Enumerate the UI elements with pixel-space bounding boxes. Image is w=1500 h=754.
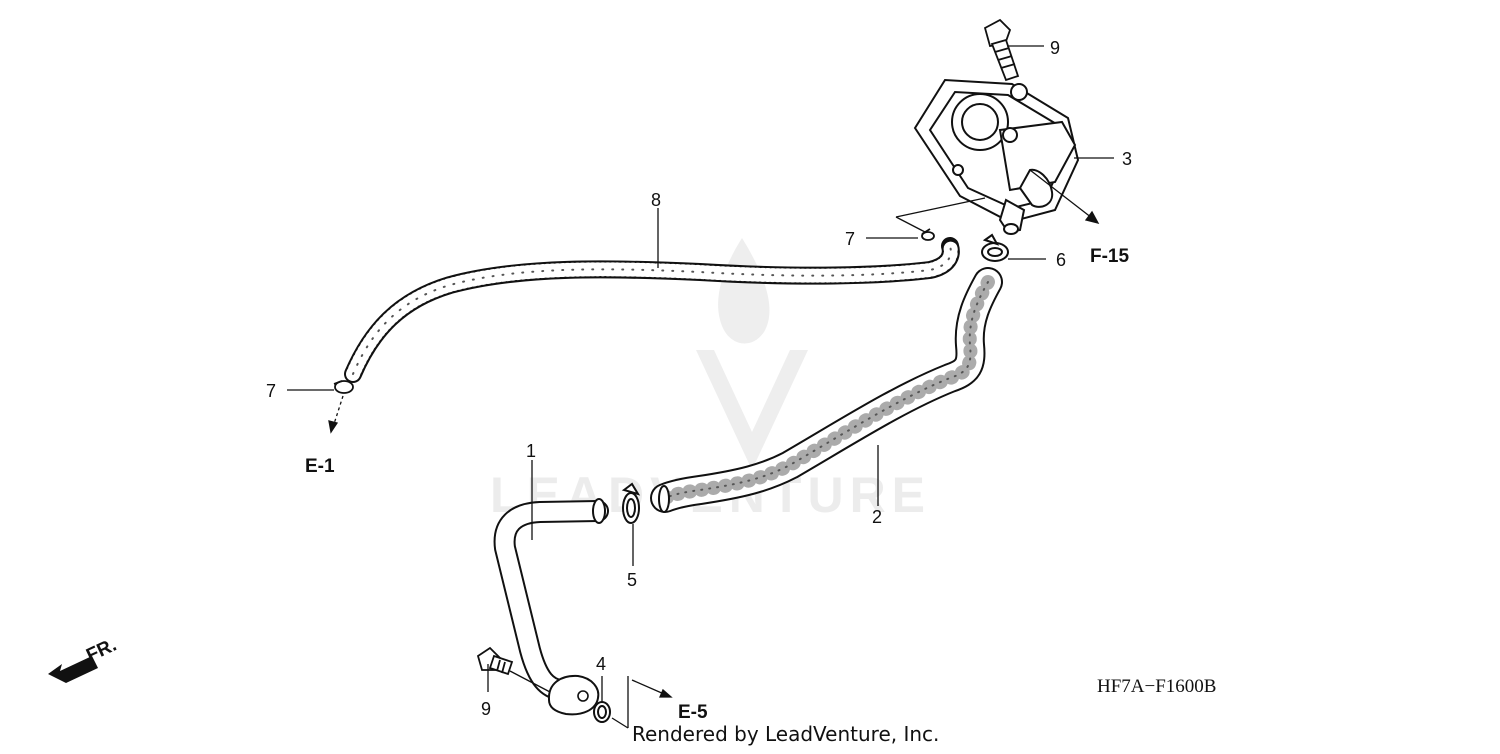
callout-3: 3 bbox=[1122, 149, 1132, 169]
diagram-code: HF7A−F1600B bbox=[1097, 676, 1216, 697]
reference-arrows bbox=[328, 169, 1100, 698]
callout-2: 2 bbox=[872, 507, 882, 527]
part-4-o-ring bbox=[593, 701, 611, 723]
part-7-clip-upper bbox=[921, 228, 935, 241]
part-7-clip-lower bbox=[333, 380, 354, 394]
callout-5: 5 bbox=[627, 570, 637, 590]
ref-e1: E-1 bbox=[305, 456, 335, 477]
callout-9-bottom: 9 bbox=[481, 699, 491, 719]
callout-numbers: 9 3 8 7 6 7 1 2 5 4 9 bbox=[266, 38, 1132, 719]
callout-6: 6 bbox=[1056, 250, 1066, 270]
credit-text: Rendered by LeadVenture, Inc. bbox=[632, 722, 939, 746]
part-3-valve-assembly bbox=[913, 78, 1080, 235]
front-direction-arrow-icon bbox=[48, 656, 98, 686]
part-5-clamp bbox=[621, 482, 641, 524]
part-9-bolt-top bbox=[983, 18, 1020, 82]
callout-4: 4 bbox=[596, 654, 606, 674]
ref-f15: F-15 bbox=[1090, 246, 1130, 267]
callout-7-upper: 7 bbox=[845, 229, 855, 249]
callout-7-lower: 7 bbox=[266, 381, 276, 401]
callout-8: 8 bbox=[651, 190, 661, 210]
callout-9-top: 9 bbox=[1050, 38, 1060, 58]
ref-e5: E-5 bbox=[678, 702, 708, 723]
leader-lines bbox=[287, 45, 1114, 729]
part-8-hose bbox=[344, 237, 960, 383]
callout-1: 1 bbox=[526, 441, 536, 461]
part-1-pipe bbox=[493, 498, 609, 716]
watermark-logo-icon bbox=[696, 238, 808, 470]
part-6-clamp bbox=[981, 233, 1009, 262]
part-2-hose bbox=[650, 267, 1003, 513]
part-9-bolt-bottom bbox=[476, 646, 514, 676]
